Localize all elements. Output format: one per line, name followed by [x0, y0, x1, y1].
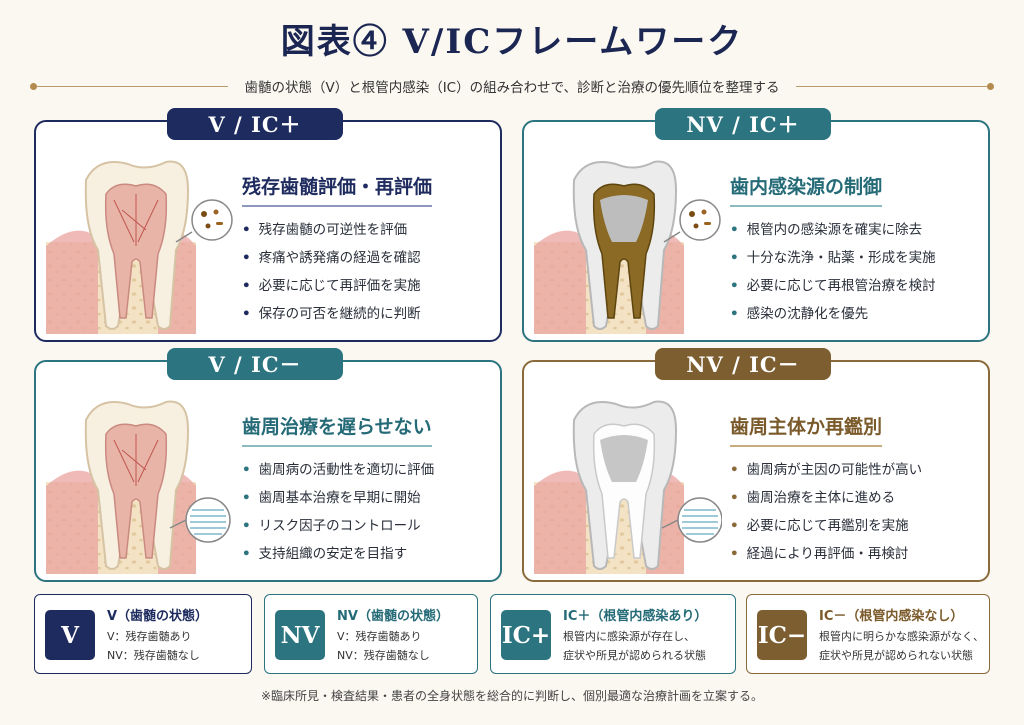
legend-line: 症状や所見が認められない状態 [819, 649, 973, 662]
divider-right [795, 85, 988, 87]
tooth-vital-noninfected-illustration [46, 400, 231, 574]
list-item: 歯周基本治療を早期に開始 [242, 484, 434, 512]
list-item: 根管内の感染源を確実に除去 [730, 216, 936, 244]
card-heading: 歯周治療を遅らせない [242, 412, 432, 447]
list-item: 必要に応じて再鑑別を実施 [730, 512, 922, 540]
legend-title: V（歯髄の状態） [107, 609, 209, 624]
list-item: 経過により再評価・再検討 [730, 540, 922, 568]
legend-ic-plus: IC+ IC＋（根管内感染あり） 根管内に感染源が存在し、 症状や所見が認められ… [490, 594, 736, 674]
tooth-nonvital-infected-illustration [534, 160, 721, 334]
card-list: 歯周病の活動性を適切に評価 歯周基本治療を早期に開始 リスク因子のコントロール … [242, 456, 435, 568]
list-item: 十分な洗浄・貼薬・形成を実施 [730, 244, 936, 272]
legend-line: NV：残存歯髄なし [337, 649, 430, 662]
legend-line: 症状や所見が認められる状態 [563, 649, 706, 662]
card-tab: NV / IC＋ [655, 108, 831, 140]
list-item: 必要に応じて再評価を実施 [242, 272, 421, 300]
tooth-vital-infected-illustration [46, 160, 233, 334]
page-title: 図表④ V/ICフレームワーク [280, 22, 744, 62]
legend-nv: NV NV（歯髄の状態） V：残存歯髄あり NV：残存歯髄なし [264, 594, 478, 674]
card-heading: 歯内感染源の制御 [730, 172, 883, 207]
legend-badge: NV [275, 610, 325, 660]
list-item: 歯周病が主因の可能性が高い [730, 456, 923, 484]
card-tab: V / IC＋ [167, 108, 343, 140]
legend-v: V V（歯髄の状態） V：残存歯髄あり NV：残存歯髄なし [34, 594, 252, 674]
legend-line: NV：残存歯髄なし [107, 649, 200, 662]
legend-ic-minus: IC− IC－（根管内感染なし） 根管内に明らかな感染源がなく、 症状や所見が認… [746, 594, 990, 674]
legend-line: V：残存歯髄あり [107, 630, 192, 643]
card-tab: NV / IC－ [655, 348, 831, 380]
legend-line: 根管内に明らかな感染源がなく、 [819, 630, 984, 643]
list-item: 必要に応じて再根管治療を検討 [730, 272, 936, 300]
list-item: 感染の沈静化を優先 [730, 300, 936, 328]
legend-title: IC＋（根管内感染あり） [563, 609, 708, 624]
list-item: 残存歯髄の可逆性を評価 [242, 216, 421, 244]
legend-badge: IC− [757, 610, 807, 660]
list-item: 保存の可否を継続的に判断 [242, 300, 421, 328]
list-item: リスク因子のコントロール [242, 512, 434, 540]
card-list: 根管内の感染源を確実に除去 十分な洗浄・貼薬・形成を実施 必要に応じて再根管治療… [730, 216, 936, 328]
card-heading: 歯周主体か再鑑別 [730, 412, 883, 447]
list-item: 支持組織の安定を目指す [242, 540, 434, 568]
card-list: 残存歯髄の可逆性を評価 疼痛や誘発痛の経過を確認 必要に応じて再評価を実施 保存… [242, 216, 421, 328]
legend-badge: V [45, 610, 95, 660]
list-item: 疼痛や誘発痛の経過を確認 [242, 244, 421, 272]
tooth-nonvital-noninfected-illustration [534, 400, 722, 574]
divider-left [37, 85, 229, 87]
legend-badge: IC+ [501, 610, 551, 660]
legend-title: NV（歯髄の状態） [337, 609, 449, 624]
card-nv-ic-minus: NV / IC－ 歯周主体か再鑑別 歯周病が主因の可能性が高い 歯周治療を主体に… [522, 348, 990, 582]
subtitle: 歯髄の状態（V）と根管内感染（IC）の組み合わせで、診断と治療の優先順位を整理す… [244, 80, 780, 96]
card-heading: 残存歯髄評価・再評価 [242, 172, 433, 207]
subtitle-row: 歯髄の状態（V）と根管内感染（IC）の組み合わせで、診断と治療の優先順位を整理す… [30, 76, 995, 96]
card-list: 歯周病が主因の可能性が高い 歯周治療を主体に進める 必要に応じて再鑑別を実施 経… [730, 456, 923, 568]
legend-line: V：残存歯髄あり [337, 630, 422, 643]
ornament-dot-right [987, 82, 995, 90]
legend-title: IC－（根管内感染なし） [819, 609, 964, 624]
list-item: 歯周治療を主体に進める [730, 484, 922, 512]
card-nv-ic-plus: NV / IC＋ 歯内感染源の制御 根管内の感染源を確実に除去 十分な洗浄・貼薬… [522, 108, 990, 342]
ornament-dot-left [30, 82, 37, 90]
footnote: ※臨床所見・検査結果・患者の全身状態を総合的に判断し、個別最適な治療計画を立案す… [260, 689, 764, 703]
card-v-ic-plus: V / IC＋ 残存歯髄評価・再評価 残存歯髄の可逆性を評価 疼痛や誘発痛の経過… [34, 108, 502, 342]
legend-line: 根管内に感染源が存在し、 [563, 630, 695, 643]
card-v-ic-minus: V / IC－ 歯周治療を遅らせない 歯周病の活動性を適切に評価 歯周基本治療を… [34, 348, 502, 582]
list-item: 歯周病の活動性を適切に評価 [242, 456, 435, 484]
card-tab: V / IC－ [167, 348, 343, 380]
